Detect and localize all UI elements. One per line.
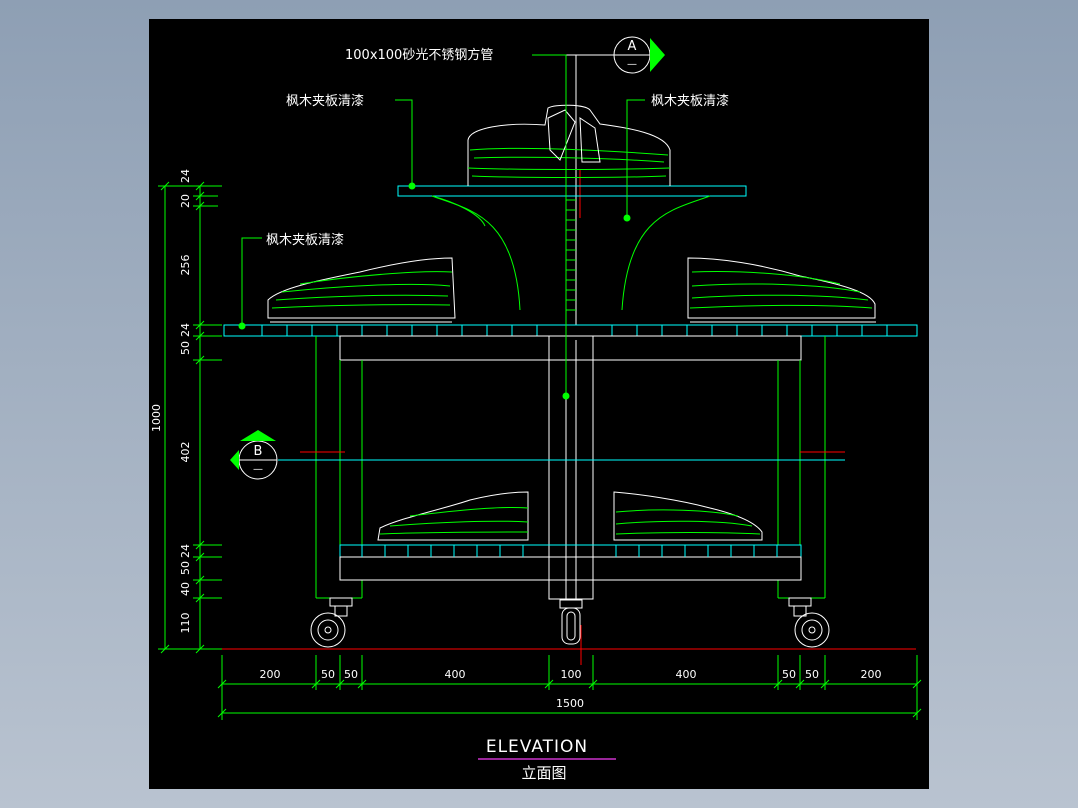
callout-maple-left-mid: 枫木夹板清漆 <box>266 232 344 248</box>
section-marker-b: B — <box>230 430 278 480</box>
dim-v-2: 20 <box>179 194 192 208</box>
callout-maple-left-top: 枫木夹板清漆 <box>286 93 364 109</box>
garment-stack-bottom-left <box>377 491 529 541</box>
bottom-shelf <box>339 544 802 581</box>
garment-stack-middle-right <box>687 257 876 323</box>
dim-h-3: 50 <box>344 668 358 681</box>
elevation-drawing: A — B — 100x100砂光不锈钢方管 枫木夹板清漆 枫木夹板清漆 枫木夹… <box>150 36 922 782</box>
leader-lines <box>241 54 645 396</box>
drawing-title-block: ELEVATION 立面图 <box>478 737 616 782</box>
dim-h-9: 200 <box>861 668 882 681</box>
drawing-subtitle: 立面图 <box>521 764 566 782</box>
horizontal-dimension-lines <box>217 655 922 720</box>
dim-v-4: 24 <box>179 323 192 337</box>
horizontal-dimension-labels: 200 50 50 400 100 400 50 50 200 1500 <box>260 668 882 710</box>
dim-v-5: 50 <box>179 341 192 355</box>
garment-stack-middle-left <box>267 257 456 323</box>
section-line-b <box>278 451 845 461</box>
section-b-sub: — <box>253 464 263 475</box>
dim-v-9: 40 <box>179 582 192 596</box>
center-pipe <box>565 55 577 600</box>
dim-v-10: 110 <box>179 613 192 634</box>
table-frame <box>315 335 826 600</box>
garment-stack-top <box>467 104 671 186</box>
dim-h-1: 200 <box>260 668 281 681</box>
dim-h-2: 50 <box>321 668 335 681</box>
caster-right <box>788 597 830 648</box>
vertical-dimension-lines <box>158 181 222 654</box>
callout-pipe: 100x100砂光不锈钢方管 <box>345 47 493 63</box>
section-b-letter: B <box>254 444 263 459</box>
dim-v-8: 50 <box>179 561 192 575</box>
dim-v-1: 24 <box>179 169 192 183</box>
vertical-dimension-labels: 24 20 256 24 50 402 24 50 40 110 1000 <box>150 169 192 634</box>
dim-total-height: 1000 <box>150 404 163 432</box>
dim-v-7: 24 <box>179 544 192 558</box>
dim-h-6: 400 <box>676 668 697 681</box>
caster-center <box>559 599 583 645</box>
drawing-sheet: A — B — 100x100砂光不锈钢方管 枫木夹板清漆 枫木夹板清漆 枫木夹… <box>149 19 929 789</box>
garment-stack-bottom-right <box>613 491 763 541</box>
drawing-title: ELEVATION <box>486 737 588 757</box>
section-a-sub: — <box>627 59 637 70</box>
top-shelf <box>397 185 747 311</box>
middle-shelf <box>223 324 918 337</box>
dim-v-6: 402 <box>179 442 192 463</box>
section-marker-a: A — <box>545 36 665 74</box>
dim-h-7: 50 <box>782 668 796 681</box>
caster-left <box>310 597 353 648</box>
dim-h-8: 50 <box>805 668 819 681</box>
dim-h-5: 100 <box>561 668 582 681</box>
dim-total-width: 1500 <box>556 697 584 710</box>
dim-v-3: 256 <box>179 255 192 276</box>
dim-h-4: 400 <box>445 668 466 681</box>
section-a-letter: A <box>628 39 637 54</box>
callout-maple-right-top: 枫木夹板清漆 <box>651 93 729 109</box>
